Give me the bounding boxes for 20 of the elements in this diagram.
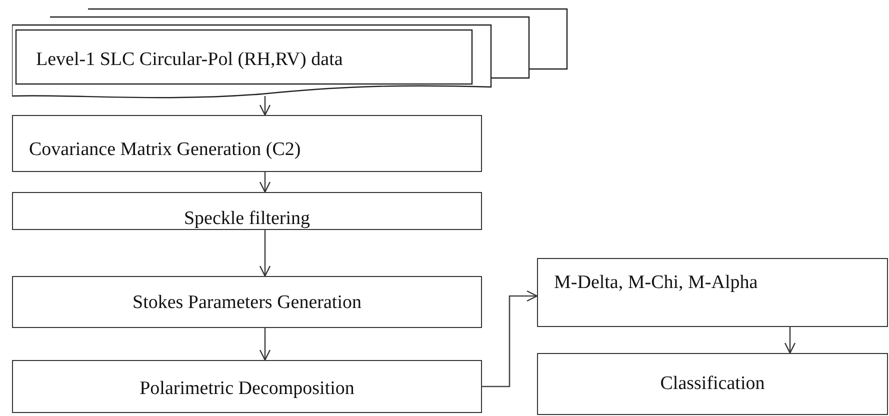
arrow (259, 328, 271, 361)
process-box (537, 353, 888, 415)
arrow (482, 290, 538, 388)
process-box (537, 258, 888, 327)
process-box (12, 115, 482, 172)
node-label: Classification (659, 372, 766, 396)
arrow (259, 172, 271, 193)
arrow (259, 96, 271, 116)
node-label: Stokes Parameters Generation (132, 291, 362, 315)
process-box (12, 276, 482, 328)
process-box (12, 360, 482, 413)
multi-document-shape (12, 8, 568, 100)
node-label: Covariance Matrix Generation (C2) (29, 138, 302, 162)
arrow (784, 327, 796, 354)
node-label: M-Delta, M-Chi, M-Alpha (554, 271, 759, 295)
node-label: Speckle filtering (182, 207, 312, 231)
node-label: Level-1 SLC Circular-Pol (RH,RV) data (36, 48, 344, 72)
arrow (259, 230, 271, 277)
node-label: Polarimetric Decomposition (138, 377, 356, 401)
process-box (12, 192, 482, 230)
